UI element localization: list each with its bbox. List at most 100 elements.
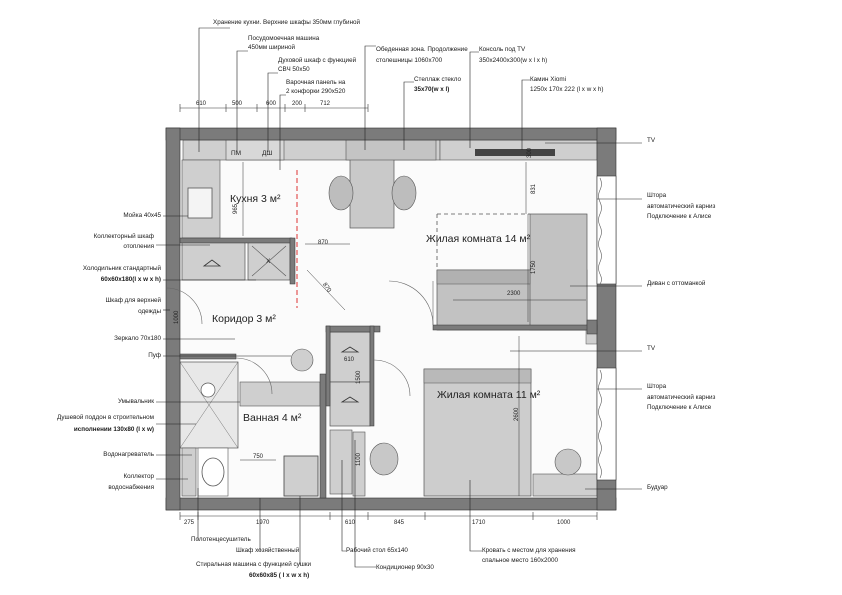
label-wardrobe-1: Шкаф для верхней	[105, 297, 161, 304]
washbasin-counter	[239, 381, 321, 407]
dim-bottom-1: 275	[184, 520, 195, 526]
dim-bottom-6: 1000	[557, 520, 571, 526]
label-sink: Мойка 40х45	[123, 212, 161, 219]
label-shelf-2: 35х70(w x l)	[414, 86, 450, 93]
label-curtain-top-3: Подключение к Алисе	[647, 213, 712, 220]
label-fridge-1: Холодильник стандартный	[82, 265, 161, 272]
leader-bed	[469, 480, 482, 552]
sofa-back	[436, 269, 531, 285]
desk-chair	[369, 442, 399, 476]
window-lower	[596, 367, 617, 481]
wall-bath-bedroom	[319, 373, 327, 499]
tag-fridge: X	[266, 258, 271, 265]
label-washer-2: 60х60х85 ( l x w x h)	[249, 572, 310, 579]
dim-top-5: 712	[320, 101, 331, 107]
dim-corridor-870: 870	[318, 240, 329, 246]
dim-bottom-4: 845	[394, 520, 405, 526]
label-curtain-bot-2: автоматический карниз	[647, 394, 716, 401]
curtain-upper	[598, 177, 602, 285]
label-bed-1: Кровать с местом для хранения	[482, 547, 576, 554]
boudoir-chair	[554, 448, 582, 476]
label-shelf-1: Стеллаж стекло	[414, 76, 462, 83]
dim-top-1: 610	[196, 101, 207, 107]
wall-living-bedroom	[432, 324, 598, 331]
label-fireplace-1: Камин Xiomi	[530, 76, 566, 83]
fridge-cross-2	[251, 245, 287, 277]
leader-dishwasher	[236, 50, 248, 152]
wardrobe-hanger-icon-1	[340, 346, 360, 353]
label-dishwasher-2: 450мм шириной	[248, 44, 295, 51]
tag-dishwasher: ПМ	[231, 150, 242, 157]
label-collector-1: Коллектор	[123, 473, 154, 480]
water-heater	[181, 447, 197, 497]
label-heating-2: отопления	[123, 243, 154, 250]
shower-cross-2	[179, 361, 239, 449]
dim-wardrobe-610: 610	[344, 357, 355, 363]
wall-corridor-bath	[179, 353, 237, 360]
label-desk: Рабочий стол 65х140	[346, 547, 408, 554]
label-console-2: 350х2400х300(w x l x h)	[479, 57, 548, 64]
desk	[352, 431, 366, 497]
label-wardrobe-2: одежды	[138, 308, 161, 315]
label-curtain-top-1: Штора	[647, 192, 667, 199]
leader-console	[469, 51, 479, 148]
curtain-lower	[598, 369, 602, 479]
dim-bottom-2: 1970	[256, 520, 270, 526]
door-arc-entry	[165, 287, 203, 325]
leader-kitchen-storage	[198, 27, 230, 152]
dining-chair-left	[328, 175, 354, 211]
door-arc-bedroom	[373, 359, 411, 397]
window-upper	[596, 175, 617, 285]
toilet	[201, 457, 225, 487]
label-heating-1: Коллекторный шкаф	[93, 233, 154, 240]
wall-left	[165, 127, 181, 511]
wall-wardrobe-left	[325, 325, 331, 407]
washing-machine-outline	[283, 455, 319, 497]
bed	[423, 368, 532, 497]
label-kitchen-storage: Хранение кухни. Верхние шкафы 350мм глуб…	[213, 19, 361, 26]
label-washer-1: Стиральная машина с функцией сушки	[196, 561, 312, 568]
leader-oven	[267, 72, 278, 152]
wall-bottom	[165, 497, 617, 511]
hanger-icon	[202, 259, 222, 267]
dim-wardrobe-1500: 1500	[356, 370, 362, 384]
leader-dining	[364, 45, 376, 150]
pouf	[290, 348, 314, 372]
dim-bottom-5: 1710	[472, 520, 486, 526]
dim-sofa-2300: 2300	[507, 291, 521, 297]
room-kitchen: Кухня 3 м²	[230, 193, 281, 205]
dim-sofa-1750: 1750	[531, 260, 537, 274]
label-hob-1: Варочная панель на	[286, 79, 346, 86]
label-hob-2: 2 конфорки 290х520	[286, 88, 346, 95]
bed-headboard	[423, 368, 532, 384]
label-bed-2: спальное место 160х2000	[482, 557, 558, 564]
label-curtain-bot-3: Подключение к Алисе	[647, 404, 712, 411]
wardrobe-upper	[329, 331, 371, 383]
dim-bath-750: 750	[253, 454, 264, 460]
wardrobe-hanger-icon-2	[340, 396, 360, 403]
sofa-ottoman	[529, 213, 588, 331]
door-arc-living	[388, 280, 434, 326]
label-aircon: Кондиционер 90х30	[376, 564, 434, 571]
wall-fridge-side	[289, 237, 296, 285]
dim-living-831: 831	[531, 183, 537, 194]
label-shower-2: исполнении 130х80 (l x w)	[73, 426, 154, 433]
room-bedroom: Жилая комната 11 м²	[437, 389, 541, 401]
label-dishwasher-1: Посудомоечная машина	[248, 35, 320, 42]
wall-stub	[586, 319, 598, 335]
tag-oven: ДШ	[262, 150, 273, 157]
dining-counter	[345, 139, 437, 161]
label-boudoir: Будуар	[647, 484, 668, 491]
leader-fireplace	[521, 79, 530, 150]
wall-kitchen-corridor	[179, 237, 293, 244]
label-curtain-top-2: автоматический карниз	[647, 203, 716, 210]
label-dining-1: Обеденная зона. Продолжение	[376, 46, 468, 53]
room-corridor: Коридор 3 м²	[212, 313, 276, 325]
fireplace	[475, 149, 555, 156]
label-mirror: Зеркало 70х180	[114, 335, 161, 342]
dim-top-2: 500	[232, 101, 243, 107]
dim-door-1000: 1000	[174, 310, 180, 324]
label-oven-2: СВЧ 50х50	[278, 66, 310, 73]
dim-bottom-3: 610	[345, 520, 356, 526]
